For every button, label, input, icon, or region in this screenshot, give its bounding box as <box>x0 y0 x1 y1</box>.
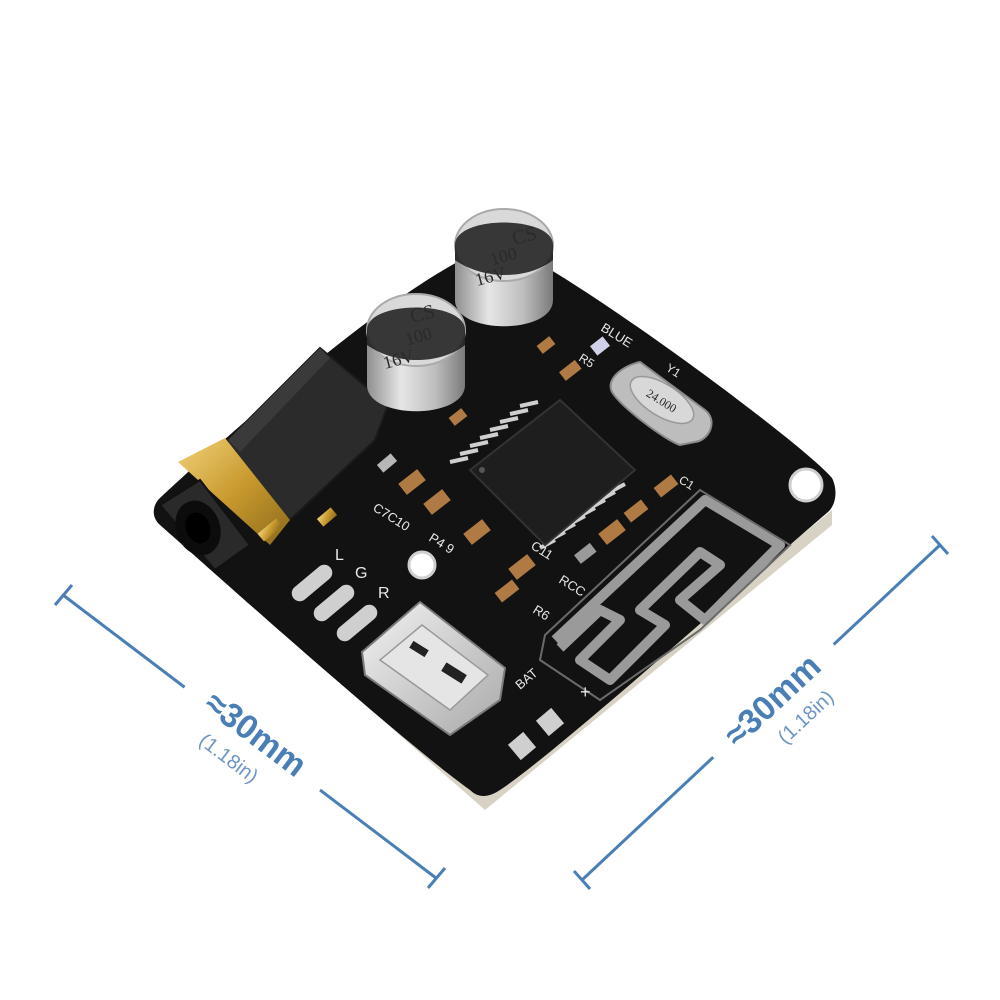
pcb-antenna <box>551 495 785 685</box>
label-r: R <box>378 585 390 602</box>
capacitor-1: CS 100 16V <box>366 293 466 412</box>
smd-components <box>398 336 679 603</box>
audio-jack <box>158 346 398 572</box>
micro-usb-connector <box>360 600 507 737</box>
label-plus: + <box>580 682 591 702</box>
label-g: G <box>355 565 367 582</box>
battery-pads <box>507 707 565 761</box>
crystal-oscillator: 24.000 <box>609 360 713 447</box>
dimension-right: ≈30mm (1.18in) <box>572 535 950 890</box>
capacitor-2: CS 100 16V <box>454 208 554 327</box>
label-r6: R6 <box>530 602 552 624</box>
mounting-hole <box>788 467 824 503</box>
ic-chip <box>449 398 637 550</box>
audio-solder-pads <box>291 564 378 642</box>
mounting-hole <box>407 550 437 580</box>
label-y1: Y1 <box>663 361 683 381</box>
dimension-left: ≈30mm (1.18in) <box>53 584 447 889</box>
label-l: L <box>335 547 344 564</box>
pcb-board: 24.000 BLUE R5 Y1 C1 C7C10 P4 9 <box>153 208 836 810</box>
